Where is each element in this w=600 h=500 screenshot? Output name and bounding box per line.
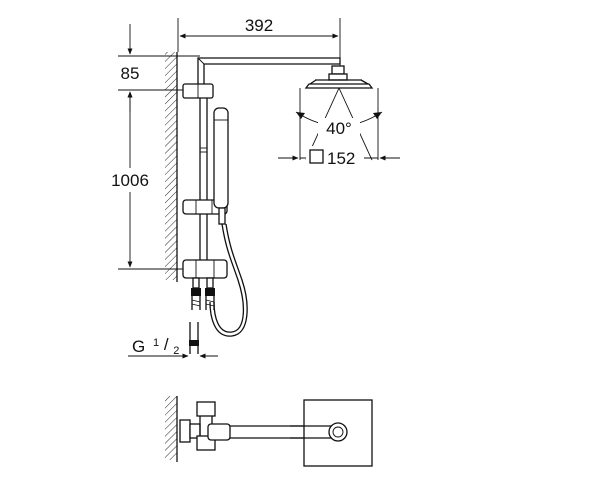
wall bbox=[165, 52, 178, 282]
dimension-top-offset-label: 85 bbox=[121, 64, 140, 83]
top-wall-bracket bbox=[182, 83, 214, 99]
inlet-connections bbox=[191, 277, 215, 310]
dimension-spray-angle-label: 40° bbox=[326, 119, 352, 138]
thread-prefix: G bbox=[132, 337, 145, 356]
thread-denominator: 2 bbox=[173, 345, 179, 357]
side-elevation-view: 392 40° bbox=[100, 16, 400, 359]
square-symbol-icon bbox=[309, 149, 324, 164]
thermostat-body bbox=[182, 259, 228, 279]
dimension-rail-height: 1006 bbox=[100, 91, 184, 270]
dimension-head-size: 152 bbox=[278, 146, 400, 168]
riser-rail bbox=[199, 98, 208, 262]
dimension-arm-length-label: 392 bbox=[245, 16, 273, 35]
dimension-arm-length: 392 bbox=[177, 16, 341, 66]
thread-connection-detail: G 1 / 2 bbox=[128, 322, 218, 359]
hand-shower bbox=[213, 107, 229, 225]
plan-view bbox=[165, 396, 373, 467]
overhead-shower-head: 40° bbox=[295, 65, 383, 161]
dimension-head-size-label: 152 bbox=[327, 149, 355, 168]
dimension-rail-height-label: 1006 bbox=[111, 171, 149, 190]
thread-numerator: 1 bbox=[153, 337, 159, 349]
shower-hose bbox=[209, 223, 248, 337]
thread-size-label: G 1 / 2 bbox=[132, 331, 179, 357]
shower-arm bbox=[197, 57, 341, 84]
